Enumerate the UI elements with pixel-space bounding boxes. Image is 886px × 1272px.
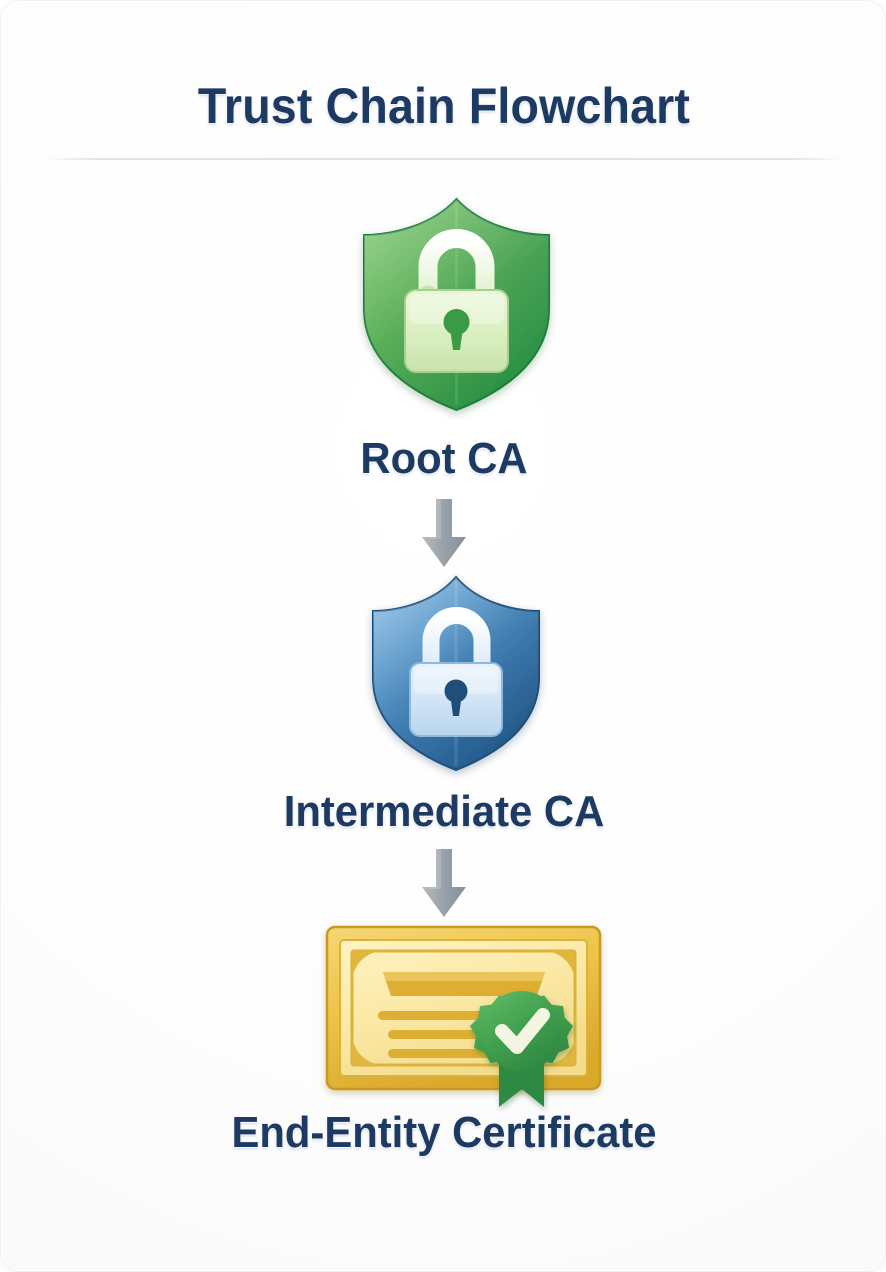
title-divider	[46, 158, 842, 160]
shield-lock-icon-intermediate-ca	[356, 571, 556, 776]
node-label-root-ca: Root CA	[360, 434, 528, 483]
certificate-seal-icon-end-entity	[321, 919, 611, 1107]
page-title: Trust Chain Flowchart	[197, 78, 691, 134]
node-label-intermediate-ca: Intermediate CA	[283, 787, 605, 836]
arrow-intermediate-to-end-entity	[416, 849, 472, 919]
arrow-root-to-intermediate	[416, 499, 472, 569]
shield-lock-icon-root-ca	[344, 191, 569, 416]
node-label-end-entity-certificate: End-Entity Certificate	[231, 1108, 657, 1157]
